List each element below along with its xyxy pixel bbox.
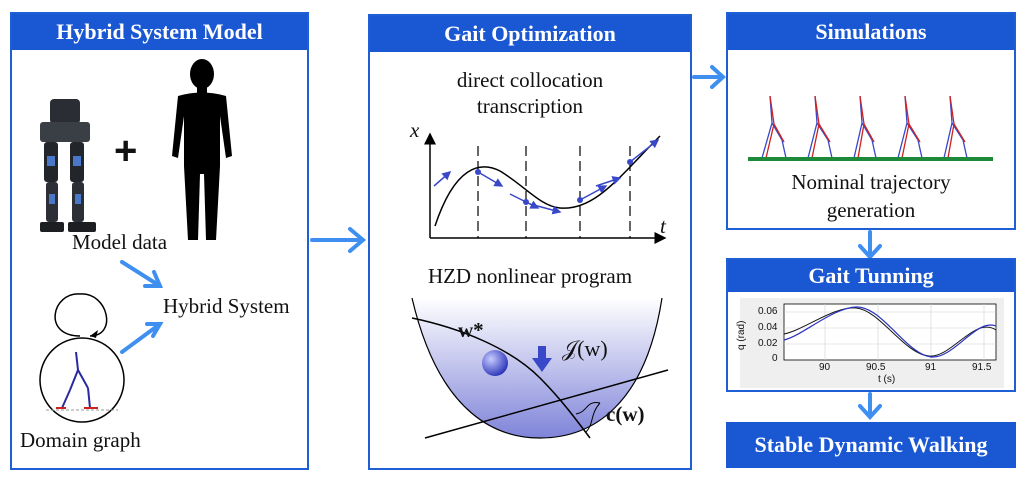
axis-t-label: t	[660, 214, 666, 238]
arrow-to-sim	[692, 65, 726, 89]
domain-graph-label: Domain graph	[20, 428, 141, 452]
arrow-to-tuning	[858, 230, 882, 260]
tuning-ytick-2: 0.02	[758, 338, 778, 349]
stable-walking-box: Stable Dynamic Walking	[726, 422, 1016, 468]
hzd-bowl	[411, 297, 669, 439]
tuning-ylabel: q (rad)	[736, 320, 747, 350]
gait-tuning-panel: Gait Tunning q (rad) 0.06 0.04 0.02 0 90…	[726, 258, 1016, 392]
tuning-ytick-0: 0.06	[758, 306, 778, 317]
walking-sequence	[748, 95, 993, 161]
arrow-to-gait	[310, 227, 367, 253]
tuning-plot	[783, 303, 997, 361]
hzd-title: HZD nonlinear program	[427, 264, 633, 288]
tuning-ytick-3: 0	[772, 353, 778, 364]
hybrid-system-panel: Hybrid System Model + Model data Hybrid …	[10, 12, 309, 470]
collocation-plot	[424, 132, 667, 244]
tuning-xtick-3: 91.5	[972, 362, 992, 373]
tuning-xtick-1: 90.5	[866, 362, 886, 373]
simulations-title: Simulations	[728, 14, 1014, 50]
tuning-xtick-2: 91	[925, 362, 937, 373]
human-silhouette	[172, 59, 232, 240]
collocation-line2: transcription	[476, 94, 584, 118]
simulations-panel: Simulations Nominal trajectory generatio…	[726, 12, 1016, 230]
cost-label: 𝒥(w)	[562, 336, 608, 361]
model-data-label: Model data	[72, 230, 168, 254]
gait-tuning-title: Gait Tunning	[728, 260, 1014, 292]
robot-illustration	[40, 99, 96, 232]
sim-caption-line1: Nominal trajectory	[791, 170, 951, 194]
axis-x-label: x	[410, 118, 420, 142]
arrows-to-hybrid	[120, 260, 164, 354]
sim-caption-line2: generation	[826, 198, 916, 222]
collocation-line1: direct collocation	[456, 68, 604, 92]
arrow-to-stable	[858, 392, 882, 420]
tuning-ytick-1: 0.04	[758, 322, 778, 333]
gait-optimization-title: Gait Optimization	[370, 16, 690, 52]
hybrid-system-label: Hybrid System	[163, 294, 290, 318]
tuning-xlabel: t (s)	[878, 374, 896, 385]
tuning-xtick-0: 90	[819, 362, 831, 373]
plus-sign: +	[114, 129, 138, 173]
domain-graph	[39, 293, 125, 423]
constraint-label: c(w)	[606, 402, 645, 426]
gait-optimization-panel: Gait Optimization direct collocation tra…	[368, 14, 692, 470]
hybrid-system-title: Hybrid System Model	[12, 14, 307, 50]
w-star-label: w*	[458, 318, 484, 342]
